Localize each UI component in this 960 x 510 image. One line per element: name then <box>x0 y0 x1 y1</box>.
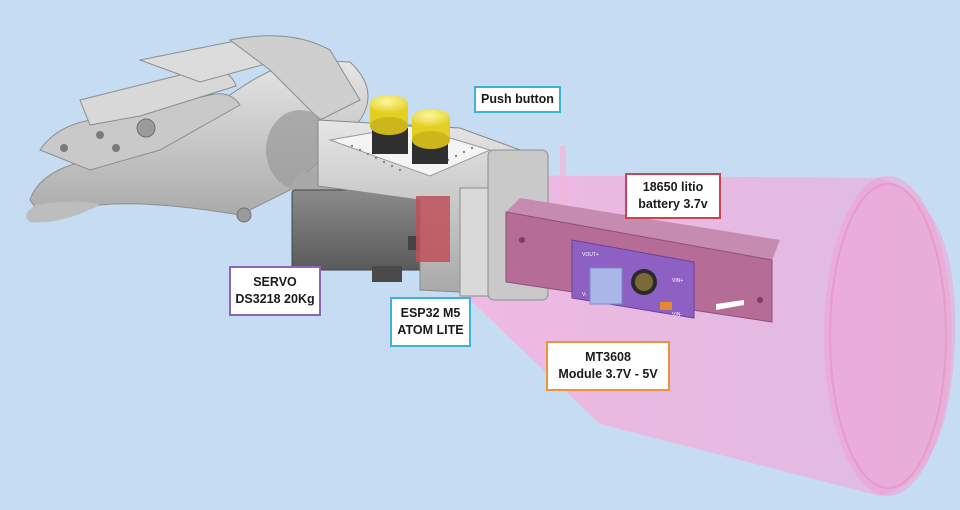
push-button-board <box>328 95 492 177</box>
servo-label: SERVO DS3218 20Kg <box>229 266 321 316</box>
push-button-1 <box>370 95 408 135</box>
push-button-text: Push button <box>481 92 554 106</box>
pcb-mark-vin-minus: VIN- <box>672 312 682 318</box>
esp32-label-line1: ESP32 M5 <box>400 306 461 320</box>
mt3608-label-line1: MT3608 <box>585 350 631 364</box>
battery-label: 18650 litio battery 3.7v <box>625 173 721 219</box>
mt3608-board: VOUT+ V- VIN+ VIN- <box>571 239 695 319</box>
servo-label-line2: DS3218 20Kg <box>235 292 315 306</box>
push-button-label: Push button <box>474 86 561 113</box>
esp32-label-line2: ATOM LITE <box>397 323 464 337</box>
mt3608-label-line2: Module 3.7V - 5V <box>558 367 658 381</box>
hand-frame <box>26 35 369 223</box>
servo-label-line1: SERVO <box>253 275 297 289</box>
pcb-mark-vout-plus: VOUT+ <box>582 252 599 258</box>
push-button-2 <box>412 109 450 149</box>
battery-label-line2: battery 3.7v <box>638 197 708 211</box>
mt3608-label: MT3608 Module 3.7V - 5V <box>546 341 670 391</box>
pcb-mark-vin-plus: VIN+ <box>672 278 683 284</box>
esp32-label: ESP32 M5 ATOM LITE <box>390 297 471 347</box>
perfboard-holes <box>350 144 474 172</box>
pcb-mark-vout-minus: V- <box>582 292 587 298</box>
battery-label-line1: 18650 litio <box>642 180 704 194</box>
